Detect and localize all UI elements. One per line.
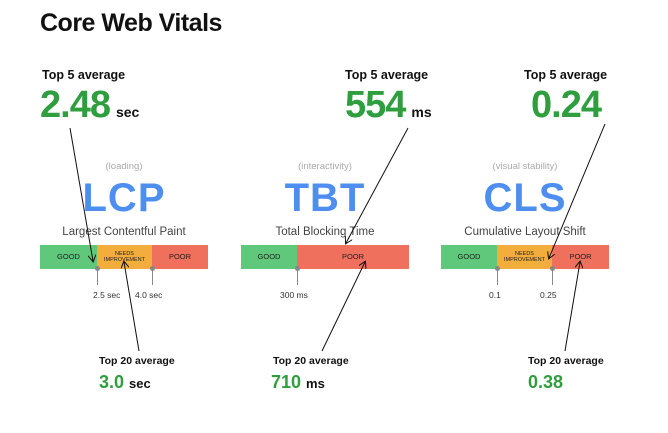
cls-segment-needs-improvement: NEEDS IMPROVEMENT	[497, 245, 552, 269]
lcp-top20-label: Top 20 average	[99, 355, 175, 367]
cls-category: (visual stability)	[492, 161, 558, 172]
tbt-top5-unit: ms	[411, 104, 432, 120]
cls-panel: Top 5 average 0.24 (visual stability) CL…	[441, 0, 641, 433]
tbt-segment-good: GOOD	[241, 245, 297, 269]
tbt-category: (interactivity)	[298, 161, 352, 172]
tbt-top20-label: Top 20 average	[273, 355, 349, 367]
lcp-top20-value: 3.0 sec	[99, 372, 151, 393]
lcp-tick	[97, 269, 98, 285]
tbt-tick	[297, 269, 298, 285]
cls-abbr: CLS	[483, 176, 567, 220]
lcp-segment-good: GOOD	[40, 245, 97, 269]
tbt-top20-value: 710 ms	[271, 372, 325, 393]
tbt-tick-dot	[295, 266, 300, 271]
cls-top20-label: Top 20 average	[528, 355, 604, 367]
cls-tick-dot	[550, 266, 555, 271]
lcp-segment-needs-improvement: NEEDS IMPROVEMENT	[97, 245, 152, 269]
lcp-abbr: LCP	[82, 176, 166, 220]
lcp-scale-bar: GOOD NEEDS IMPROVEMENT POOR	[40, 245, 208, 269]
tbt-threshold-label: 300 ms	[280, 290, 308, 300]
page-title: Core Web Vitals	[40, 9, 222, 37]
cls-tick-dot	[495, 266, 500, 271]
tbt-segment-poor: POOR	[297, 245, 409, 269]
lcp-tick-dot	[150, 266, 155, 271]
cls-tick	[552, 269, 553, 285]
tbt-top5-number: 554	[345, 84, 406, 126]
cls-top20-value: 0.38	[528, 372, 563, 393]
lcp-segment-poor: POOR	[152, 245, 208, 269]
lcp-category: (loading)	[105, 161, 143, 172]
cls-top5-value: 0.24	[531, 84, 602, 127]
lcp-top20-unit: sec	[129, 376, 151, 391]
lcp-threshold-label: 2.5 sec	[93, 290, 121, 300]
cls-full-name: Cumulative Layout Shift	[464, 226, 586, 238]
cls-threshold-label: 0.25	[540, 290, 557, 300]
cls-scale-bar: GOOD NEEDS IMPROVEMENT POOR	[441, 245, 609, 269]
lcp-top5-number: 2.48	[40, 84, 111, 126]
lcp-tick	[152, 269, 153, 285]
tbt-scale-bar: GOOD POOR	[241, 245, 409, 269]
cls-threshold-label: 0.1	[489, 290, 501, 300]
lcp-tick-dot	[95, 266, 100, 271]
cls-segment-poor: POOR	[552, 245, 609, 269]
cls-top5-number: 0.24	[531, 84, 602, 126]
tbt-top20-unit: ms	[306, 376, 325, 391]
cls-tick	[497, 269, 498, 285]
tbt-full-name: Total Blocking Time	[275, 226, 375, 238]
lcp-top5-unit: sec	[115, 104, 140, 120]
lcp-full-name: Largest Contentful Paint	[62, 226, 186, 238]
tbt-top5-label: Top 5 average	[345, 68, 429, 82]
lcp-threshold-label: 4.0 sec	[135, 290, 163, 300]
cls-top5-label: Top 5 average	[524, 68, 608, 82]
tbt-abbr: TBT	[284, 176, 366, 220]
tbt-top5-value: 554 ms	[345, 84, 432, 127]
lcp-top5-label: Top 5 average	[42, 68, 126, 82]
cls-top20-number: 0.38	[528, 372, 564, 392]
cls-segment-good: GOOD	[441, 245, 497, 269]
lcp-top20-number: 3.0	[99, 372, 125, 392]
tbt-top20-number: 710	[271, 372, 302, 392]
